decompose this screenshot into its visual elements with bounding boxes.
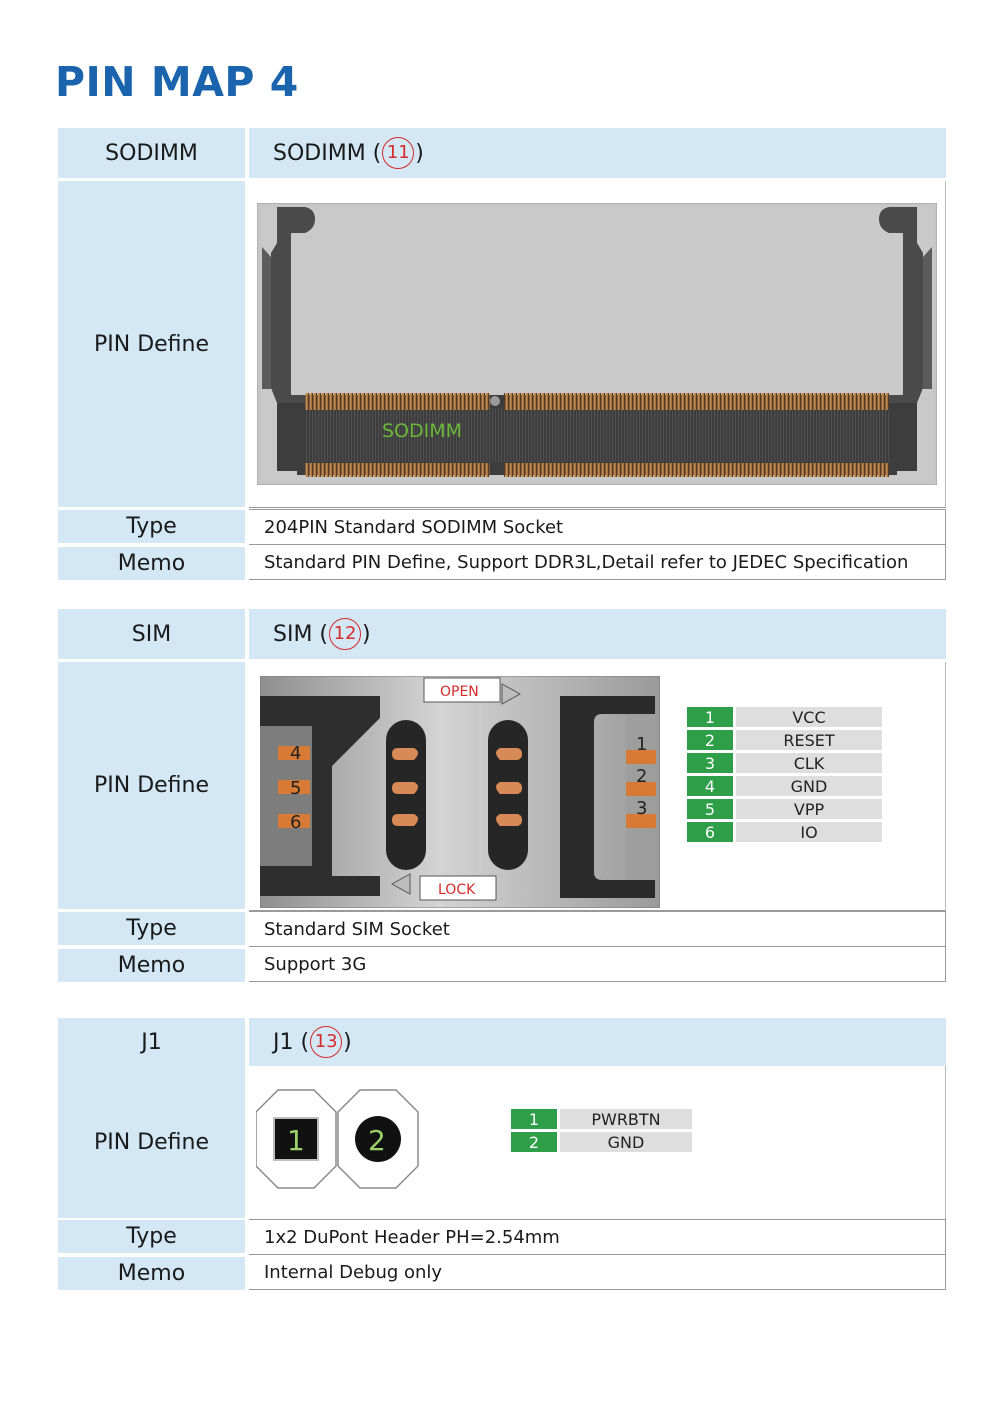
sim-pad-label-2: 2 [636,766,647,787]
j1-left-header: J1 [58,1018,245,1066]
j1-pin-label-2: 2 [368,1124,386,1157]
sodimm-right-header: SODIMM (11) [249,128,946,178]
sim-lock-label: LOCK [438,882,476,898]
sodimm-memo-value: Standard PIN Define, Support DDR3L,Detai… [249,544,946,580]
pin-name: GND [557,1132,692,1152]
j1-pin-label-1: 1 [287,1124,305,1157]
sodimm-section: SODIMM SODIMM (11) PIN Define [58,128,946,580]
ref-number-badge: 11 [382,137,415,169]
page-title: PIN MAP 4 [55,58,299,106]
pin-number: 1 [687,707,733,727]
pin-number: 3 [687,753,733,773]
sim-open-label: OPEN [440,684,479,700]
pin-number: 2 [511,1132,557,1152]
sodimm-pin-define-area: SODIMM [249,181,946,508]
sodimm-type-label: Type [58,510,245,543]
sim-memo-value: Support 3G [249,946,946,982]
pin-name: IO [733,822,882,842]
sim-pad-label-6: 6 [290,812,301,833]
ref-number-badge: 13 [310,1026,343,1058]
sim-pin-define-label: PIN Define [58,662,245,909]
pin-number: 5 [687,799,733,819]
sim-socket-diagram: 4 5 6 1 2 3 OPEN LOCK [260,676,660,908]
pin-number: 6 [687,822,733,842]
j1-type-label: Type [58,1220,245,1253]
pin-name: PWRBTN [557,1109,692,1129]
sim-pad-label-4: 4 [290,743,301,764]
pin-number: 2 [687,730,733,750]
sodimm-memo-label: Memo [58,547,245,580]
pin-name: CLK [733,753,882,773]
pin-name: VPP [733,799,882,819]
sim-left-header: SIM [58,609,245,659]
sim-right-header: SIM (12) [249,609,946,659]
j1-memo-label: Memo [58,1257,245,1290]
j1-right-header: J1 (13) [249,1018,946,1066]
sim-pad-label-3: 3 [636,798,647,819]
j1-header-text: J1 [273,1029,294,1055]
sim-header-text: SIM [273,621,313,647]
j1-memo-value: Internal Debug only [249,1254,946,1290]
sim-pad-label-1: 1 [636,734,647,755]
sodimm-header-text: SODIMM [273,140,366,166]
sim-section: SIM SIM (12) PIN Define [58,609,946,982]
sodimm-type-value: 204PIN Standard SODIMM Socket [249,509,946,545]
sim-pad-label-5: 5 [290,778,301,799]
sodimm-pin-define-label: PIN Define [58,181,245,507]
pin-number: 1 [511,1109,557,1129]
sodimm-diagram-label: SODIMM [382,420,462,442]
pin-name: VCC [733,707,882,727]
sim-type-value: Standard SIM Socket [249,911,946,947]
pin-name: RESET [733,730,882,750]
j1-type-value: 1x2 DuPont Header PH=2.54mm [249,1219,946,1255]
j1-pin-define-label: PIN Define [58,1066,245,1218]
ref-number-badge: 12 [329,618,362,650]
pin-number: 4 [687,776,733,796]
sim-memo-label: Memo [58,949,245,982]
j1-header-diagram: 1 2 [256,1089,419,1189]
sim-type-label: Type [58,912,245,945]
pin-name: GND [733,776,882,796]
sodimm-socket-diagram: SODIMM [257,203,937,485]
sodimm-left-header: SODIMM [58,128,245,178]
